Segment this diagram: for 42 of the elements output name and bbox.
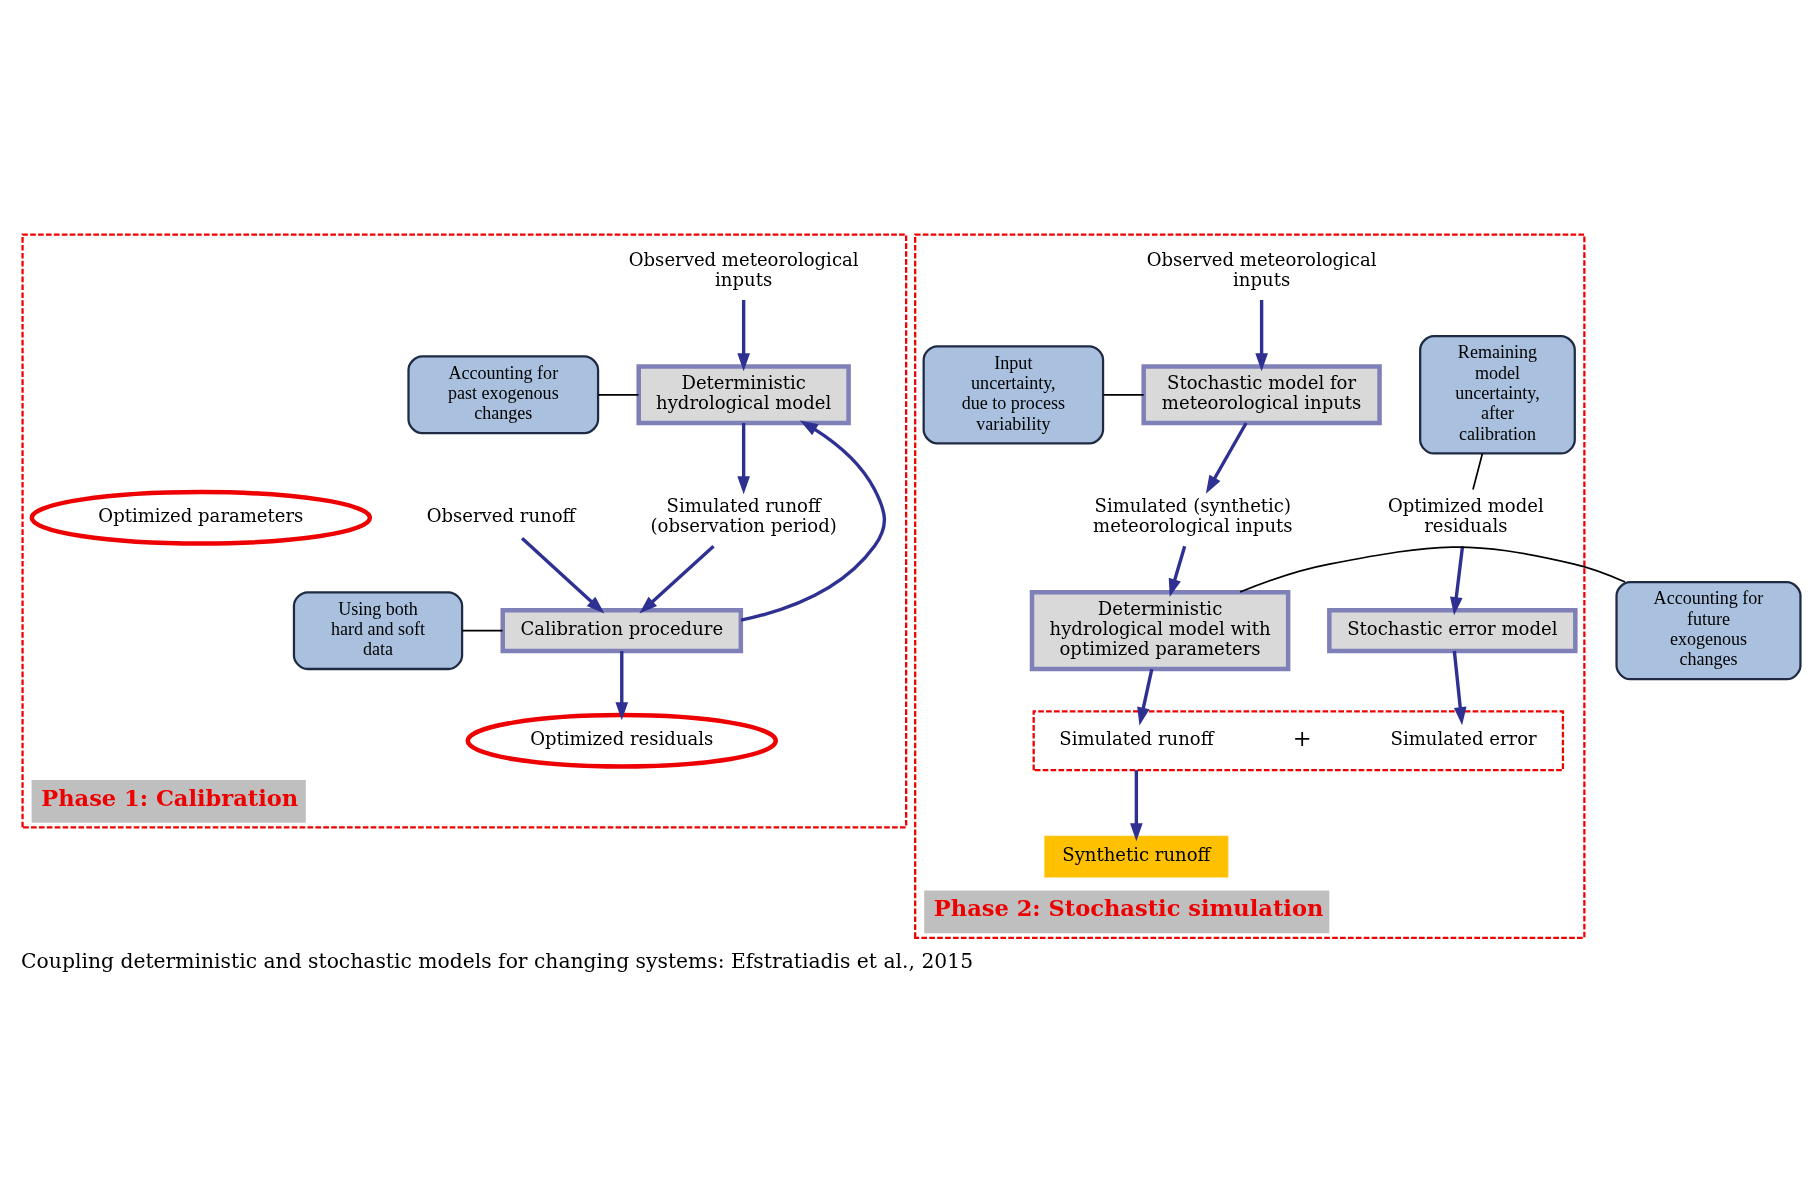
node-box: Accounting for past exogenous changes — [407, 355, 600, 435]
cluster — [1032, 710, 1565, 772]
node-box: Remaining model uncertainty, after calibration — [1419, 334, 1576, 455]
node-text: Simulated (synthetic) meteorological inputs — [1093, 494, 1293, 537]
arrow — [737, 423, 750, 495]
node-box: Input uncertainty, due to process variability — [922, 345, 1105, 445]
node-ellipse: Optimized parameters — [29, 489, 373, 546]
node-box: Calibration procedure — [500, 608, 744, 654]
connector — [461, 629, 504, 632]
node-text: Simulated error — [1390, 728, 1537, 750]
node-box: Synthetic runoff — [1044, 835, 1229, 878]
arrow — [520, 536, 605, 614]
node-text: Observed runoff — [426, 505, 576, 527]
arrow — [615, 651, 629, 721]
node-box: Stochastic model for meteorological inputs — [1141, 364, 1382, 426]
node-text: Simulated runoff (observation period) — [650, 494, 837, 537]
node-text: Optimized model residuals — [1388, 494, 1544, 537]
arrow — [1450, 546, 1465, 616]
node-text: Observed meteorological inputs — [1146, 248, 1377, 291]
arrow — [737, 300, 750, 372]
arrow — [1255, 300, 1268, 372]
node-text: Simulated runoff — [1059, 728, 1214, 750]
node-box: Using both hard and soft data — [292, 591, 464, 671]
node-text: Observed meteorological inputs — [628, 248, 859, 291]
node-box: Stochastic error model — [1327, 608, 1578, 654]
arrow — [639, 545, 715, 614]
arrow — [740, 420, 887, 622]
connector — [1102, 393, 1145, 396]
node-box: Deterministic hydrological model with optimized parameters — [1029, 590, 1291, 672]
connector — [1472, 452, 1484, 491]
arrow — [1205, 422, 1248, 494]
node-ellipse: Optimized residuals — [465, 712, 778, 769]
connector — [597, 393, 640, 396]
label: + — [1292, 725, 1312, 752]
arrow — [1452, 650, 1467, 726]
node-box: Accounting for future exogenous changes — [1615, 581, 1802, 681]
arrow — [1130, 770, 1143, 842]
caption: Coupling deterministic and stochastic models for changing systems: Efstratiadis et al., 2015 — [21, 948, 974, 973]
arrow — [1168, 545, 1187, 597]
arrow — [1137, 668, 1154, 726]
connector — [1239, 546, 1626, 593]
node-box: Deterministic hydrological model — [636, 364, 851, 426]
